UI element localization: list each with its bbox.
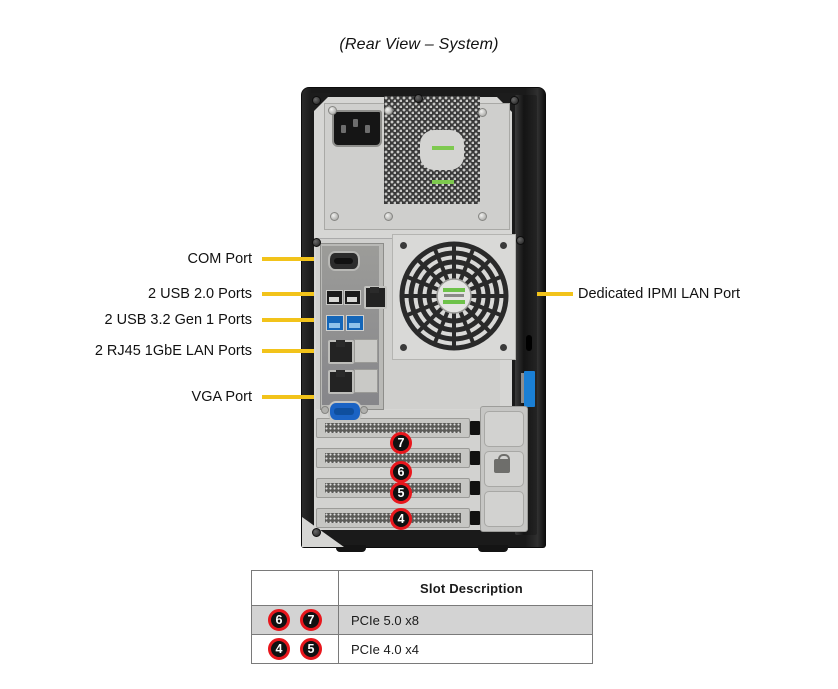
psu-screw-bottom-left bbox=[330, 212, 339, 221]
psu-screw-top-left bbox=[328, 106, 337, 115]
chassis-badge-6: 6 bbox=[390, 461, 412, 483]
com-serial-port bbox=[328, 251, 360, 271]
side-panel-release-tab bbox=[521, 371, 535, 407]
fan-mount-dot-tr bbox=[500, 242, 507, 249]
table-badge-4: 4 bbox=[268, 638, 290, 660]
chassis-badge-7: 7 bbox=[390, 432, 412, 454]
callout-label-vga-port: VGA Port bbox=[191, 389, 252, 405]
usb-3-2-gen1-port-2 bbox=[346, 315, 364, 331]
leader-line-vga-port bbox=[262, 395, 330, 399]
psu-label-stripe-upper bbox=[432, 146, 454, 150]
table-header-slot-description: Slot Description bbox=[338, 570, 593, 606]
vga-port bbox=[328, 401, 362, 422]
ac-power-inlet-c14 bbox=[332, 110, 382, 147]
table-row-pcie4-description: PCIe 4.0 x4 bbox=[338, 634, 593, 664]
dedicated-ipmi-lan-port bbox=[364, 286, 387, 309]
bezel-screw-mid-left bbox=[312, 238, 321, 247]
callout-label-ipmi-lan: Dedicated IPMI LAN Port bbox=[578, 286, 740, 302]
leader-line-rj45-lan bbox=[262, 349, 330, 353]
rj45-cage-1 bbox=[354, 339, 378, 363]
bezel-screw-top-right bbox=[510, 96, 519, 105]
server-chassis-rear-illustration bbox=[302, 88, 545, 552]
chassis-lock-icon bbox=[494, 454, 510, 473]
usb-3-2-gen1-port-1 bbox=[326, 315, 344, 331]
psu-screw-top-right bbox=[478, 108, 487, 117]
psu-fan-aperture bbox=[420, 130, 464, 170]
callout-label-rj45-lan: 2 RJ45 1GbE LAN Ports bbox=[94, 343, 252, 359]
psu-label-stripe-lower bbox=[432, 180, 454, 184]
leader-line-com-port bbox=[262, 257, 330, 261]
bezel-screw-mid-right bbox=[516, 236, 525, 245]
usb-2-0-port-1 bbox=[326, 290, 343, 305]
vga-screw-left bbox=[321, 406, 329, 414]
system-fan-grille bbox=[398, 240, 510, 352]
bezel-screw-top-left bbox=[312, 96, 321, 105]
callout-label-usb-2-0: 2 USB 2.0 Ports bbox=[148, 286, 252, 302]
bezel-screw-bottom-left bbox=[312, 528, 321, 537]
chassis-badge-4: 4 bbox=[390, 508, 412, 530]
rj45-1gbe-lan-port-1 bbox=[328, 340, 354, 364]
vga-screw-right bbox=[360, 406, 368, 414]
table-badge-5: 5 bbox=[300, 638, 322, 660]
leader-line-usb-2-0 bbox=[262, 292, 340, 296]
leader-line-usb-3-2 bbox=[262, 318, 330, 322]
table-header-row: Slot Description bbox=[251, 570, 593, 606]
chassis-badge-5: 5 bbox=[390, 482, 412, 504]
fan-mount-dot-bl bbox=[400, 344, 407, 351]
side-panel-slot bbox=[526, 335, 532, 351]
psu-screw-bottom-mid bbox=[384, 212, 393, 221]
table-row-pcie5-description: PCIe 5.0 x8 bbox=[338, 605, 593, 635]
fan-mount-dot-tl bbox=[400, 242, 407, 249]
rj45-cage-2 bbox=[354, 369, 378, 393]
rj45-1gbe-lan-port-2 bbox=[328, 370, 354, 394]
page-title: (Rear View – System) bbox=[339, 36, 499, 53]
fan-mount-dot-br bbox=[500, 344, 507, 351]
psu-screw-bottom-right bbox=[478, 212, 487, 221]
callout-label-com-port: COM Port bbox=[187, 251, 252, 267]
table-badge-6: 6 bbox=[268, 609, 290, 631]
bezel-screw-top-center bbox=[414, 94, 423, 103]
callout-label-usb-3-2: 2 USB 3.2 Gen 1 Ports bbox=[104, 312, 253, 328]
psu-screw-top-mid bbox=[384, 106, 393, 115]
chassis-foot-left bbox=[336, 545, 366, 552]
table-header-badges bbox=[251, 570, 339, 606]
usb-2-0-port-2 bbox=[344, 290, 361, 305]
table-badge-7: 7 bbox=[300, 609, 322, 631]
expansion-card-retention-cage bbox=[480, 406, 528, 532]
chassis-foot-right bbox=[478, 545, 508, 552]
pcie-slot-cover-7 bbox=[316, 418, 480, 438]
